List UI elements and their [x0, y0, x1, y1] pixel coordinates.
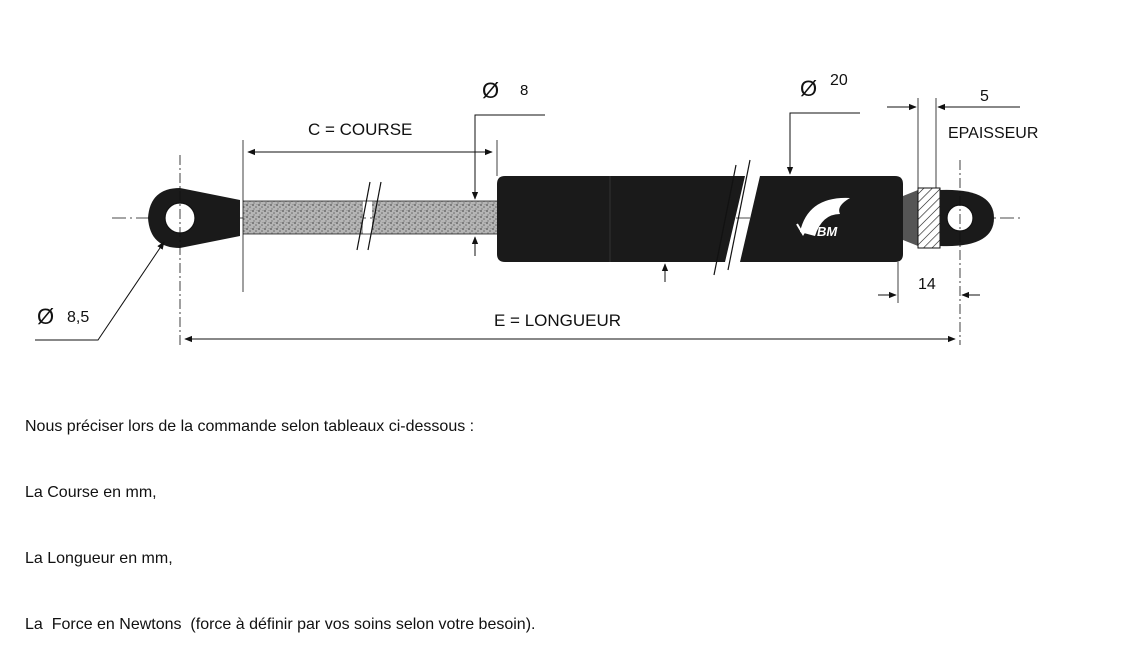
left-eyelet — [148, 155, 240, 345]
rod-diameter-value: 8 — [520, 82, 528, 99]
note-line: Nous préciser lors de la commande selon … — [25, 418, 475, 435]
thickness-dimension — [887, 98, 1020, 188]
rod-diameter-symbol: Ø — [482, 78, 499, 103]
tube-diameter-value: 20 — [830, 72, 848, 89]
thickness-label: EPAISSEUR — [948, 125, 1038, 142]
thickness-value: 5 — [980, 88, 989, 105]
eye-diameter-symbol: Ø — [37, 304, 54, 329]
note-line: La Course en mm, — [25, 484, 157, 501]
eye-offset-value: 14 — [918, 276, 936, 293]
logo-text: BM — [817, 224, 838, 239]
rod-diameter-leader — [471, 114, 545, 256]
eye-diameter-leader — [35, 241, 165, 341]
eye-offset-dimension — [878, 262, 980, 303]
course-dimension — [242, 140, 498, 292]
tube-diameter-symbol: Ø — [800, 76, 817, 101]
note-line: La Longueur en mm, — [25, 550, 173, 567]
cylinder-body — [497, 159, 903, 276]
tube-diameter-leader — [661, 112, 860, 282]
length-label: E = LONGUEUR — [494, 311, 621, 330]
gas-spring-diagram: BM C = — [35, 72, 1038, 345]
right-end-fitting — [903, 160, 994, 345]
eye-diameter-value: 8,5 — [67, 309, 89, 326]
bm-logo: BM — [796, 197, 850, 239]
course-label: C = COURSE — [308, 120, 412, 139]
piston-rod — [243, 181, 498, 251]
note-line: La Force en Newtons (force à définir par… — [25, 616, 536, 633]
order-notes: Nous préciser lors de la commande selon … — [25, 372, 535, 658]
